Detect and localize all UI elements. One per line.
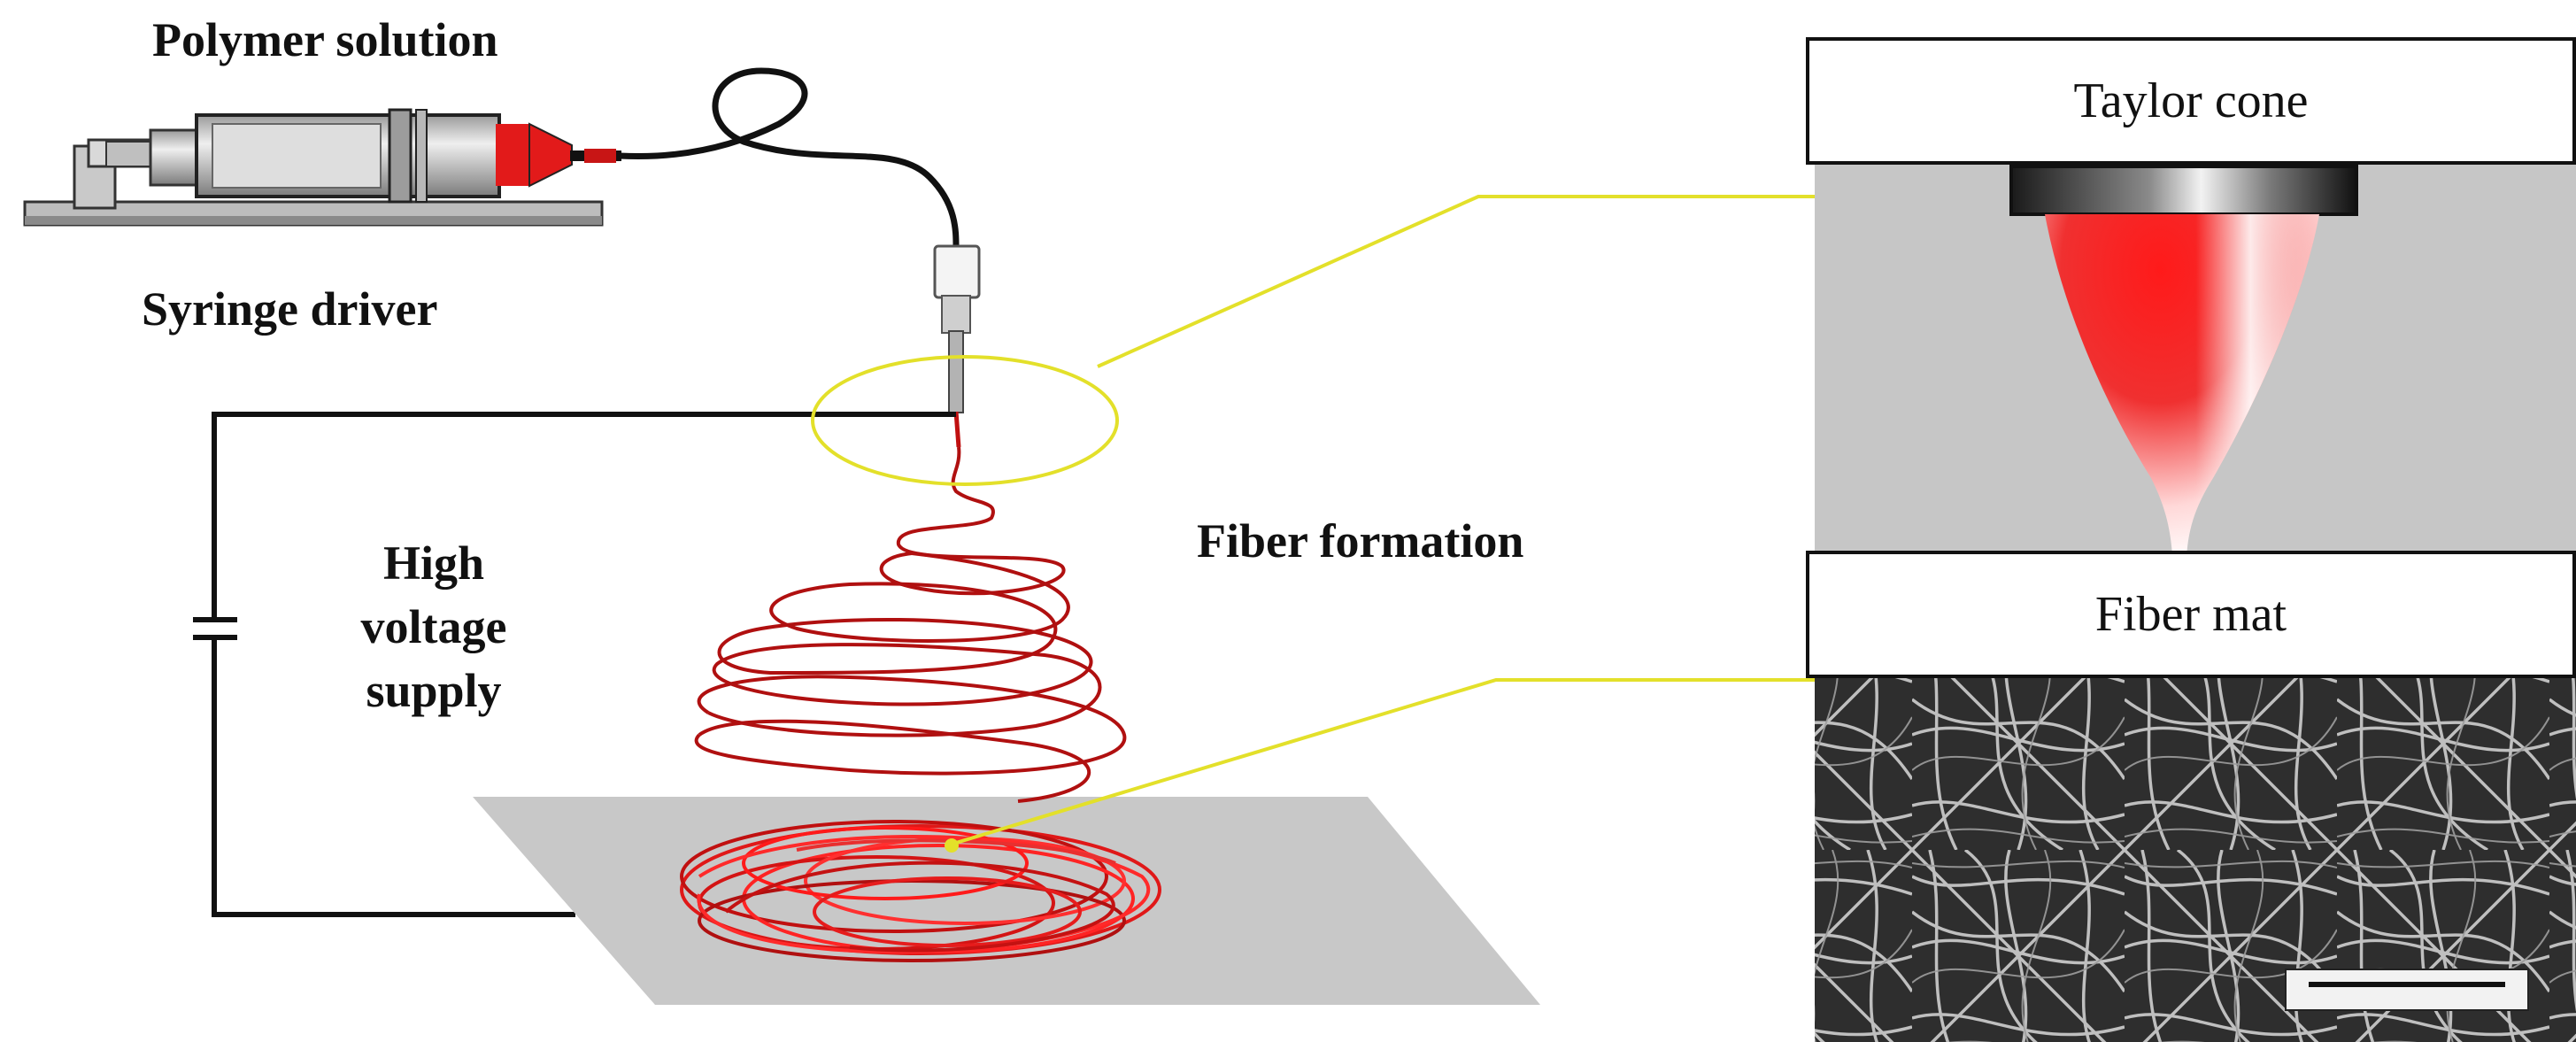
hv-label-line-1: High xyxy=(382,536,485,590)
scale-bar xyxy=(2285,969,2529,1011)
fiber-deposit xyxy=(680,820,1161,962)
hv-label-line-3: supply xyxy=(366,664,502,717)
high-voltage-supply-label: High voltage supply xyxy=(319,531,549,722)
fiber-mat-title-text: Fiber mat xyxy=(2094,587,2287,642)
feed-tube xyxy=(619,67,960,249)
taylor-cone-callout xyxy=(811,195,1831,486)
polymer-solution-label: Polymer solution xyxy=(152,13,498,66)
taylor-cone-title-text: Taylor cone xyxy=(2073,73,2309,128)
syringe xyxy=(149,108,621,204)
syringe-driver-label: Syringe driver xyxy=(142,282,438,336)
fiber-mat-callout xyxy=(945,678,1831,853)
fiber-formation-label: Fiber formation xyxy=(1197,514,1524,567)
needle-assembly xyxy=(933,244,981,448)
high-voltage-circuit xyxy=(193,412,956,917)
taylor-cone-title: Taylor cone xyxy=(1806,37,2576,165)
fiber-jet xyxy=(694,446,1127,803)
fiber-mat-title: Fiber mat xyxy=(1806,551,2576,678)
hv-label-line-2: voltage xyxy=(360,600,507,653)
taylor-cone-nozzle xyxy=(2009,165,2358,216)
taylor-cone-highlight xyxy=(2045,214,2319,584)
